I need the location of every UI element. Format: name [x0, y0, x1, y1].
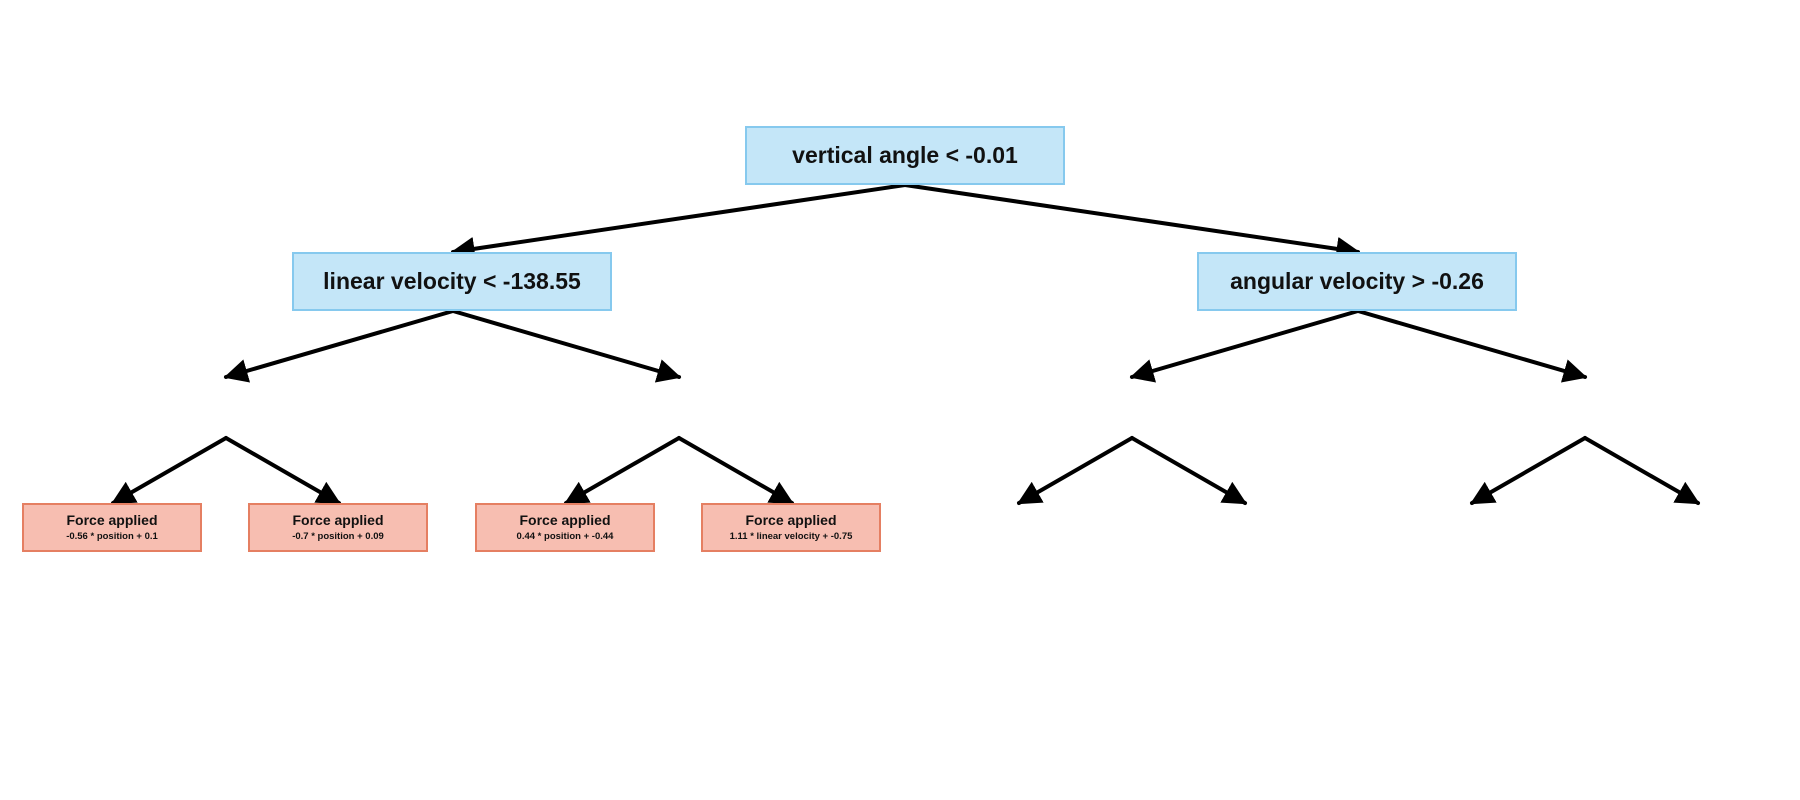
leaf-node-3: Force applied 0.44 * position + -0.44	[475, 503, 655, 552]
tree-edge-arrow	[224, 436, 342, 505]
decision-node-root: vertical angle < -0.01	[745, 126, 1065, 185]
tree-edge-arrow	[1016, 436, 1134, 505]
tree-edge-arrow	[563, 436, 681, 505]
decision-node-right: angular velocity > -0.26	[1197, 252, 1517, 311]
tree-edge-arrow	[677, 436, 795, 505]
leaf-node-4: Force applied 1.11 * linear velocity + -…	[701, 503, 881, 552]
decision-label: linear velocity < -138.55	[323, 268, 581, 294]
leaf-title: Force applied	[519, 512, 611, 528]
tree-edge-arrow	[903, 183, 1361, 261]
tree-edge-arrow	[1356, 309, 1588, 383]
leaf-title: Force applied	[745, 512, 837, 528]
tree-edge-arrow	[451, 309, 682, 383]
leaf-title: Force applied	[66, 512, 158, 528]
tree-edge-arrow	[1129, 309, 1360, 383]
tree-edge-arrow	[1469, 436, 1587, 505]
tree-edge-arrow	[110, 436, 228, 505]
leaf-formula: 0.44 * position + -0.44	[516, 531, 614, 542]
decision-node-left: linear velocity < -138.55	[292, 252, 612, 311]
leaf-formula: -0.56 * position + 0.1	[66, 531, 158, 542]
tree-edge-arrow	[223, 309, 455, 383]
leaf-formula: 1.11 * linear velocity + -0.75	[729, 531, 853, 542]
decision-label: vertical angle < -0.01	[792, 142, 1018, 168]
tree-edge-arrow	[450, 183, 907, 261]
tree-edge-arrow	[1583, 436, 1701, 505]
decision-label: angular velocity > -0.26	[1230, 268, 1484, 294]
leaf-title: Force applied	[292, 512, 384, 528]
tree-edge-arrow	[1130, 436, 1248, 505]
leaf-node-1: Force applied -0.56 * position + 0.1	[22, 503, 202, 552]
leaf-node-2: Force applied -0.7 * position + 0.09	[248, 503, 428, 552]
leaf-formula: -0.7 * position + 0.09	[292, 531, 384, 542]
